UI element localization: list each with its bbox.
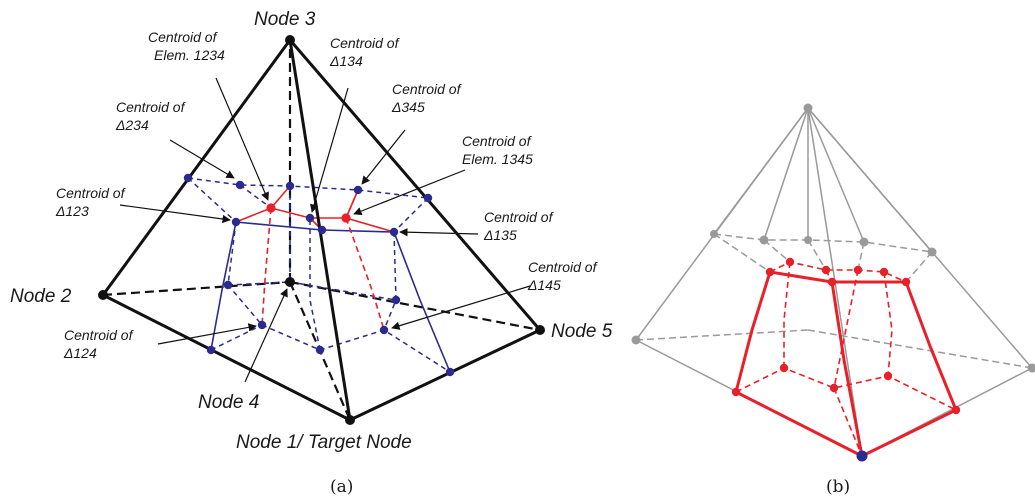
mesh-nodes [98,35,545,425]
node-5-point [535,325,545,335]
node-2-label: Node 2 [10,286,72,307]
outer-edges [101,39,542,422]
callout-d234: Centroid of Δ234 [115,99,188,133]
callout-elem1234: Centroid of Elem. 1234 [148,29,225,63]
callout-d345: Centroid of Δ345 [391,81,464,115]
callout-d134: Centroid of Δ134 [329,35,402,69]
node-1-label: Node 1/ Target Node [236,432,412,453]
panel-b: (b) [631,103,1035,497]
panel-a: Node 3 Node 2 Node 4 Node 5 Node 1/ Targ… [10,9,613,497]
callout-elem1345: Centroid of Elem. 1345 [462,133,534,167]
node-4-point [285,277,295,287]
red-cell-points [731,257,961,415]
red-points [266,203,351,223]
node-3-label: Node 3 [254,9,316,30]
red-cell-solid [734,270,958,458]
gray-points [631,103,1035,373]
callout-arrows [119,77,531,383]
gray-edges [635,107,1033,457]
blue-points [183,173,455,377]
callout-d124: Centroid of Δ124 [63,327,136,361]
target-node-point [856,450,868,462]
node-2-point [98,290,108,300]
callout-d123: Centroid of Δ123 [55,185,128,219]
node-3-point [285,35,295,45]
node-5-label: Node 5 [551,321,613,342]
caption-b: (b) [826,477,850,497]
node-4-label: Node 4 [198,392,259,413]
node-1-point [345,415,355,425]
callout-d135: Centroid of Δ135 [483,209,556,243]
callout-d145: Centroid of Δ145 [527,259,600,293]
caption-a: (a) [330,477,353,497]
